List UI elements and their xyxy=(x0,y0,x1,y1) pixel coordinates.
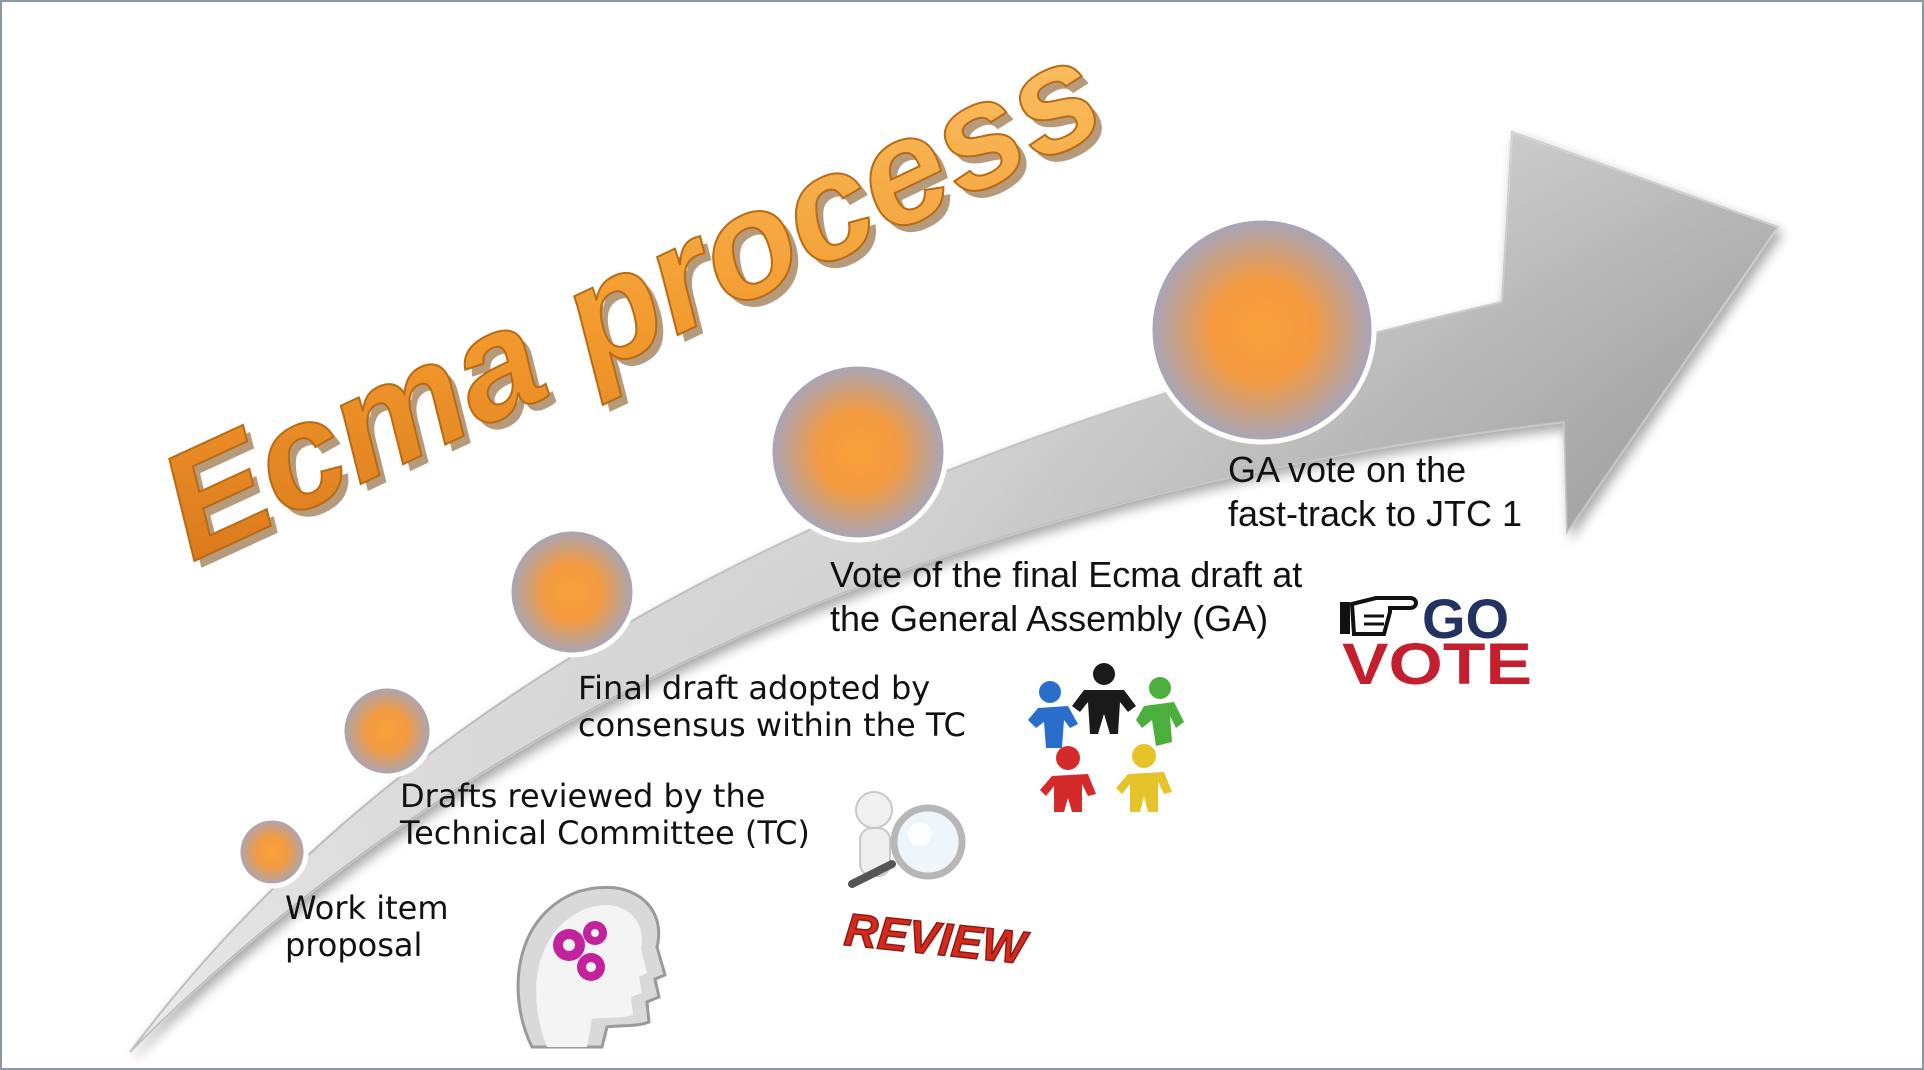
step-label-1-line1: Work item xyxy=(285,889,449,927)
step-label-2-line1: Drafts reviewed by the xyxy=(400,777,766,815)
step-circle-3 xyxy=(506,526,638,658)
step-label-1: Work item proposal xyxy=(285,890,449,964)
step-label-1-line2: proposal xyxy=(285,926,423,964)
step-label-4-line1: Vote of the final Ecma draft at xyxy=(830,554,1303,595)
step-label-3: Final draft adopted by consensus within … xyxy=(578,670,966,744)
vote-text-top: GO xyxy=(1422,587,1509,650)
step-label-4-line2: the General Assembly (GA) xyxy=(830,598,1269,639)
vote-text-bottom: VOTE xyxy=(1342,632,1532,697)
step-label-3-line2: consensus within the TC xyxy=(578,706,966,744)
step-label-3-line1: Final draft adopted by xyxy=(578,669,931,707)
review-text: REVIEW xyxy=(842,903,1031,974)
step-circle-4 xyxy=(767,361,949,543)
step-label-2: Drafts reviewed by the Technical Committ… xyxy=(400,778,810,852)
step-label-5-line2: fast-track to JTC 1 xyxy=(1228,493,1523,534)
magnifier-person-icon xyxy=(848,791,966,888)
head-gears-icon xyxy=(516,885,667,1049)
step-circle-5 xyxy=(1147,215,1377,445)
step-label-5-line1: GA vote on the xyxy=(1228,449,1467,490)
step-circles xyxy=(235,215,1377,889)
step-circle-2 xyxy=(339,683,435,779)
step-label-4: Vote of the final Ecma draft at the Gene… xyxy=(830,553,1302,641)
step-circle-1 xyxy=(235,815,309,889)
people-circle-icon xyxy=(1028,663,1184,812)
step-label-2-line2: Technical Committee (TC) xyxy=(400,814,810,852)
pointing-hand-icon xyxy=(1340,596,1418,636)
step-label-5: GA vote on the fast-track to JTC 1 xyxy=(1228,448,1522,536)
